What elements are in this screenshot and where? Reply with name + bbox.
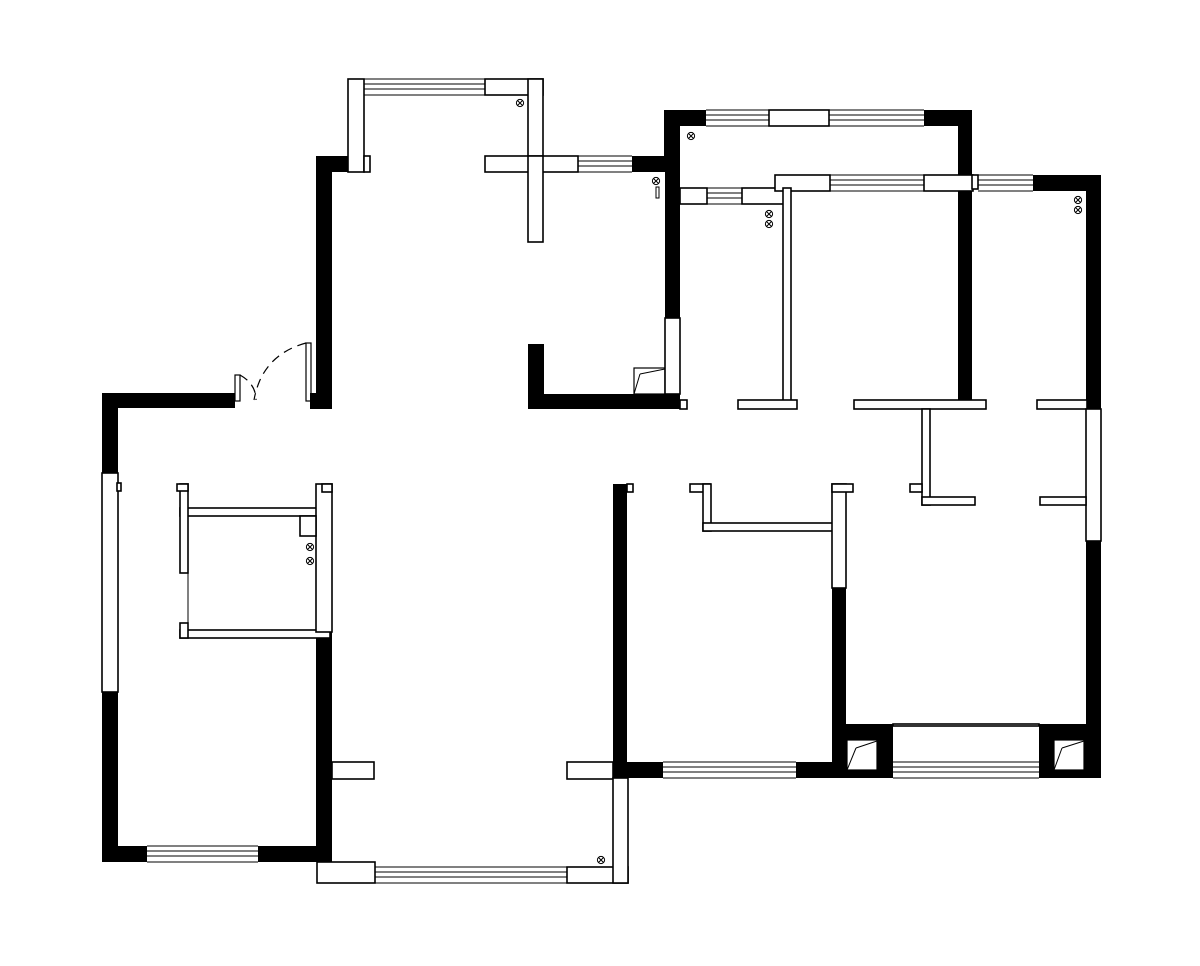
- bath-partition-foot: [737, 399, 798, 410]
- circle-cross-icon: [764, 209, 774, 219]
- living-pillar-right: [566, 761, 614, 780]
- window-living-bottom: [375, 866, 567, 884]
- structural-walls: [102, 110, 1101, 862]
- wall-top-mid-left-v: [664, 110, 680, 158]
- living-pillar-left: [331, 761, 375, 780]
- window-top-mid-a: [706, 109, 769, 127]
- closet-bottom: [702, 522, 842, 532]
- bath-shaft: [299, 515, 317, 537]
- bath-wall-left-cap: [176, 483, 189, 492]
- shaft-left: [846, 739, 878, 771]
- wall-left-lower: [102, 692, 118, 862]
- wall-living-left: [316, 632, 332, 862]
- window-tower-top: [364, 78, 485, 96]
- bedroom-top-right: [923, 174, 974, 192]
- wall-bottom-left-b: [258, 846, 330, 862]
- wardrobe-b-foot: [1039, 496, 1087, 506]
- wall-left-upper: [102, 393, 118, 473]
- circle-cross-icon: [305, 542, 315, 552]
- window-bottom-mid: [663, 761, 796, 779]
- closet-right: [831, 483, 847, 589]
- tower-top-stub: [363, 155, 371, 173]
- circle-cross-icon: [651, 176, 661, 186]
- circle-cross-icon: [1073, 205, 1083, 215]
- bath-wall-top: [179, 507, 331, 517]
- bath-wall-right-cap: [321, 483, 333, 493]
- living-bay-left: [316, 861, 376, 884]
- cross-v: [527, 155, 544, 243]
- wall-right-top: [1033, 175, 1101, 191]
- entrance-door: [234, 342, 312, 402]
- wall-mid-bedroom-right: [958, 110, 972, 409]
- windows: [147, 78, 1039, 884]
- circle-cross-icon: [1073, 195, 1083, 205]
- bath-wall-bottom: [179, 629, 331, 639]
- door-leaf-right: [305, 342, 312, 402]
- circle-cross-icon: [686, 131, 696, 141]
- left-window-frame: [101, 472, 119, 693]
- living-bay-right-v: [612, 777, 629, 884]
- right-wall-thin: [1085, 408, 1102, 542]
- room-left-cap: [626, 483, 634, 493]
- circle-cross-icon: [515, 98, 525, 108]
- closet-top-right: [831, 483, 854, 493]
- bay-window-floor: [892, 723, 1040, 727]
- bath-top-left: [679, 187, 708, 205]
- wall-bottom-left-a: [102, 846, 147, 862]
- left-window-knob: [116, 482, 122, 492]
- bedroom-bottom-stub: [853, 399, 987, 410]
- wall-right-upper: [1086, 175, 1101, 409]
- right-bed-bottom-stub: [1036, 399, 1088, 410]
- bath-partition-v: [782, 187, 792, 404]
- shaft-right: [1053, 739, 1085, 771]
- window-bay-bottom: [893, 761, 1039, 779]
- circle-cross-icon: [596, 855, 606, 865]
- fixture-symbols: [305, 98, 1083, 865]
- door-leaf-left: [234, 374, 241, 402]
- wardrobe-a: [921, 408, 931, 506]
- wall-tower-left: [316, 156, 332, 409]
- door-swing-arc-small: [239, 374, 257, 401]
- window-bedroom-mid: [830, 174, 924, 192]
- window-kitchen-top: [578, 155, 632, 173]
- bath-top-step2: [774, 174, 831, 192]
- wall-kitchen-stub: [528, 344, 544, 409]
- tap-icon: [655, 186, 660, 199]
- duct-shafts: [633, 367, 1085, 771]
- bedroom-top-right-stub: [971, 174, 979, 190]
- wall-door-stub: [310, 393, 332, 409]
- kitchen-right-cap: [679, 399, 688, 410]
- tower-bay-left: [347, 78, 365, 173]
- window-bottom-left: [147, 845, 258, 863]
- tower-bay-right-v: [527, 78, 544, 160]
- bath-wall-bottom-cap: [179, 622, 189, 639]
- window-top-mid-b: [829, 109, 924, 127]
- wall-left-top: [102, 393, 235, 408]
- kitchen-right-thin: [664, 317, 681, 395]
- window-bedroom-right: [978, 174, 1033, 192]
- partition-walls: [101, 78, 1102, 884]
- bath-wall-right: [315, 483, 333, 633]
- wall-right-lower: [1086, 541, 1101, 778]
- door-swing-arc: [253, 342, 307, 401]
- window-bath-top: [707, 187, 742, 205]
- bath-wall-left: [179, 483, 189, 574]
- wall-kitchen-right: [665, 156, 680, 318]
- circle-cross-icon: [305, 556, 315, 566]
- wall-kitchen-bottom: [528, 394, 680, 409]
- wall-bottom-mid-a: [613, 762, 663, 778]
- wardrobe-a-cap: [909, 483, 923, 493]
- bedroom-top-bay: [768, 109, 830, 127]
- wardrobe-a-foot: [921, 496, 976, 506]
- circle-cross-icon: [764, 219, 774, 229]
- wall-room-left: [613, 484, 627, 778]
